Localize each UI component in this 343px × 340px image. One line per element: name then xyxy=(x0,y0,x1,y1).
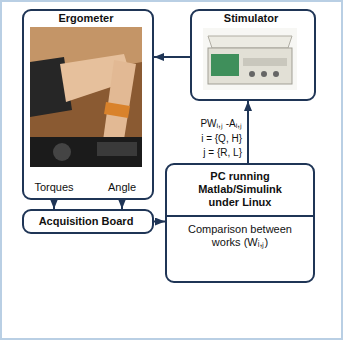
arrow-connector xyxy=(53,200,55,209)
photo-layer xyxy=(2,2,341,338)
node-text: Angle xyxy=(98,181,146,194)
ergometer-photo xyxy=(30,27,142,167)
signal-label: j = {R, L} xyxy=(203,147,242,159)
arrow-connector xyxy=(121,200,123,209)
node-title: PC running Matlab/Simulink under Linux xyxy=(190,170,290,209)
node-title: Acquisition Board xyxy=(24,215,148,228)
stimulator-photo xyxy=(203,28,297,90)
node-text: Comparison between works (Wᵢ,ⱼ) xyxy=(181,223,299,249)
device-box: Stimulator xyxy=(190,9,316,101)
arrow-connector xyxy=(247,101,249,163)
arrow-connector xyxy=(154,221,165,223)
node-title: Ergometer xyxy=(24,12,148,25)
device-box: ErgometerTorques Angle xyxy=(22,9,154,200)
signal-label: PWᵢ,ⱼ -Aᵢ,ⱼ xyxy=(200,118,242,130)
node-title: Stimulator xyxy=(192,12,310,25)
arrow-connector xyxy=(154,56,190,58)
connector-layer xyxy=(2,2,341,338)
node-text: Torques xyxy=(30,181,78,194)
divider-line xyxy=(167,215,313,217)
signal-label: i = {Q, H} xyxy=(201,133,242,145)
computer-box: PC running Matlab/Simulink under LinuxCo… xyxy=(165,163,315,283)
process-box: Acquisition Board xyxy=(22,209,154,234)
